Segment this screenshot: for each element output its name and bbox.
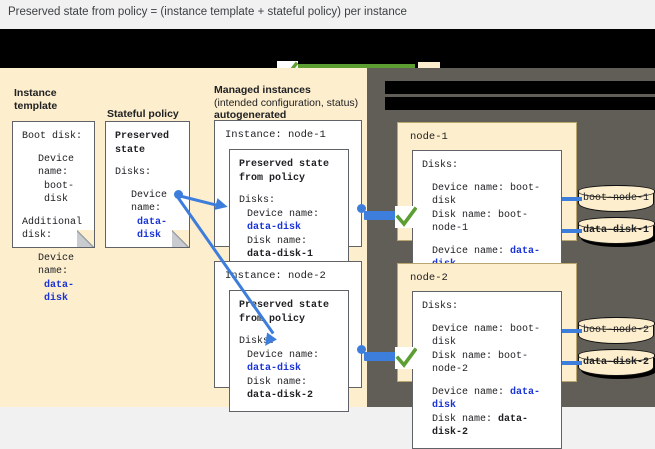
disk-cylinder-boot-node-1: boot-node-1 [577,184,655,212]
redacted-top-banner [0,29,655,82]
node-box-node-2: node-2 Disks: Device name: boot-disk Dis… [397,263,577,449]
redacted-bar-2 [385,97,655,110]
connector-boot-node-1 [562,197,582,201]
node-box-node-1: node-1 Disks: Device name: boot-disk Dis… [397,122,577,308]
checkmark-icon [395,206,417,228]
banner-green-bar-1 [293,64,415,70]
preserved-state-block: Preserved state from policy Disks: Devic… [229,290,349,412]
node-disks-block: Disks: Device name: boot-disk Disk name:… [412,291,562,449]
card-fold-corner [77,230,95,248]
card-fold-corner [172,230,190,248]
heading-managed-instances: Managed instances (intended configuratio… [214,84,359,121]
connector-data-disk-2 [562,361,582,365]
instance-2-out-dot [357,345,366,354]
redacted-bar-1 [385,81,655,94]
connector-data-disk-1 [562,229,582,233]
instance-1-out-dot [357,204,366,213]
connector-instance-2-to-node-2 [364,352,398,361]
disk-cylinder-boot-node-2: boot-node-2 [577,316,655,344]
stateful-policy-card: Preserved state Disks: Device name: data… [105,121,190,248]
connector-instance-1-to-node-1 [364,211,398,220]
managed-instance-node-1: Instance: node-1 Preserved state from po… [214,120,362,271]
instance-template-card: Boot disk: Device name: boot-disk Additi… [12,121,95,304]
diagram-root: Preserved state from policy = (instance … [0,6,655,449]
heading-instance-template: Instance template [14,87,58,112]
checkmark-icon [395,347,417,369]
connector-boot-node-2 [562,329,582,333]
disk-cylinder-data-disk-2: data-disk-2 [577,348,655,376]
disk-cylinder-data-disk-1: data-disk-1 [577,216,655,244]
preserved-state-block: Preserved state from policy Disks: Devic… [229,149,349,271]
page-title: Preserved state from policy = (instance … [8,6,407,18]
heading-stateful-policy: Stateful policy [107,108,179,120]
